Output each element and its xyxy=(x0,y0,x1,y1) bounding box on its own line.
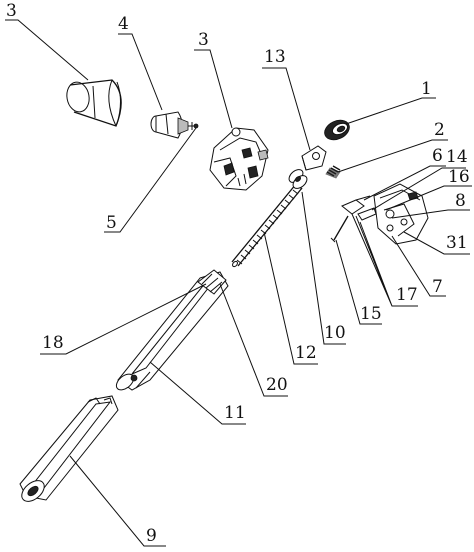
label-14-text: 14 xyxy=(446,147,468,167)
label-16: 16 xyxy=(385,167,472,211)
part-15-pin xyxy=(330,215,349,243)
part-1-ring xyxy=(324,119,350,141)
label-3a: 3 xyxy=(5,1,89,81)
label-7: 7 xyxy=(391,235,446,297)
label-3b: 3 xyxy=(194,30,233,129)
part-6-lever xyxy=(341,195,371,215)
part-20-end-cap xyxy=(197,269,227,295)
label-6: 6 xyxy=(363,146,446,201)
label-15: 15 xyxy=(335,239,382,325)
part-2-spring xyxy=(325,165,341,179)
label-14: 14 xyxy=(371,147,468,211)
part-13-coupling xyxy=(301,145,327,171)
label-7-text: 7 xyxy=(432,277,443,297)
label-17: 17 xyxy=(351,213,418,307)
label-3b-text: 3 xyxy=(198,30,209,50)
part-10-collar xyxy=(288,169,308,189)
label-15-text: 15 xyxy=(360,304,382,324)
label-20-text: 20 xyxy=(266,375,288,395)
label-6-text: 6 xyxy=(432,146,443,166)
label-5-text: 5 xyxy=(106,213,117,233)
part-3-gear-housing xyxy=(209,127,269,191)
part-3-sleeve xyxy=(66,79,122,127)
part-4-motor xyxy=(150,111,199,139)
label-9: 9 xyxy=(69,455,166,547)
label-11-text: 11 xyxy=(224,403,246,423)
label-1-text: 1 xyxy=(421,79,432,99)
label-10-text: 10 xyxy=(324,323,346,343)
label-18-text: 18 xyxy=(42,333,64,353)
label-12: 12 xyxy=(263,231,318,365)
label-3a-text: 3 xyxy=(6,1,17,21)
label-31: 31 xyxy=(403,231,470,255)
label-17-text: 17 xyxy=(396,285,418,305)
part-9-outer-tube xyxy=(19,395,119,502)
label-5: 5 xyxy=(104,127,197,233)
label-20: 20 xyxy=(219,283,288,397)
label-18: 18 xyxy=(40,283,207,355)
label-11: 11 xyxy=(149,361,246,425)
label-13-text: 13 xyxy=(264,47,286,67)
label-4: 4 xyxy=(118,14,163,111)
label-16-text: 16 xyxy=(448,167,470,187)
label-10: 10 xyxy=(301,191,346,345)
label-8-text: 8 xyxy=(455,191,466,211)
label-2: 2 xyxy=(337,120,448,173)
label-9-text: 9 xyxy=(146,526,157,546)
label-13: 13 xyxy=(262,47,311,151)
label-12-text: 12 xyxy=(295,343,317,363)
label-1: 1 xyxy=(345,79,436,125)
part-14-contact xyxy=(357,207,377,221)
label-2-text: 2 xyxy=(434,120,445,140)
label-8: 8 xyxy=(391,191,470,219)
part-12-lead-screw xyxy=(231,183,303,268)
label-4-text: 4 xyxy=(118,14,129,34)
label-31-text: 31 xyxy=(446,233,468,253)
